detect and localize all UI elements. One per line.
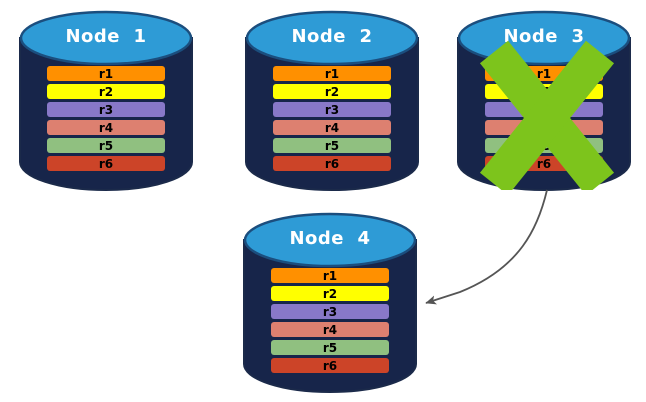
node-3-row-r2[interactable]: r2 [485,84,603,99]
node-2-row-r5[interactable]: r5 [273,138,391,153]
node-2-rows: r1 r2 r3 r4 r5 r6 [273,66,391,171]
node-3-row-r1[interactable]: r1 [485,66,603,81]
node-3-row-r3[interactable]: r3 [485,102,603,117]
node-3-top-ellipse [457,10,631,66]
node-4-rows: r1 r2 r3 r4 r5 r6 [271,268,389,373]
node-4-row-r5[interactable]: r5 [271,340,389,355]
node-3-row-r6[interactable]: r6 [485,156,603,171]
node-2-top-ellipse [245,10,419,66]
node-1-row-r6[interactable]: r6 [47,156,165,171]
node-4-top-ellipse [243,212,417,268]
node-1-rows: r1 r2 r3 r4 r5 r6 [47,66,165,171]
node-4-row-r4[interactable]: r4 [271,322,389,337]
node-1-row-r4[interactable]: r4 [47,120,165,135]
node-2-row-r4[interactable]: r4 [273,120,391,135]
node-1-row-r1[interactable]: r1 [47,66,165,81]
node-4-row-r3[interactable]: r3 [271,304,389,319]
node-3-rows: r1 r2 r3 r4 r5 r6 [485,66,603,171]
node-4-row-r2[interactable]: r2 [271,286,389,301]
node-1-top-ellipse [19,10,193,66]
node-4-row-r1[interactable]: r1 [271,268,389,283]
node-1-row-r5[interactable]: r5 [47,138,165,153]
node-2-row-r2[interactable]: r2 [273,84,391,99]
node-1-row-r2[interactable]: r2 [47,84,165,99]
node-3-row-r5[interactable]: r5 [485,138,603,153]
node-1-row-r3[interactable]: r3 [47,102,165,117]
node-3-row-r4[interactable]: r4 [485,120,603,135]
node-2-row-r3[interactable]: r3 [273,102,391,117]
node-4-row-r6[interactable]: r6 [271,358,389,373]
node-2-row-r6[interactable]: r6 [273,156,391,171]
node-2-row-r1[interactable]: r1 [273,66,391,81]
